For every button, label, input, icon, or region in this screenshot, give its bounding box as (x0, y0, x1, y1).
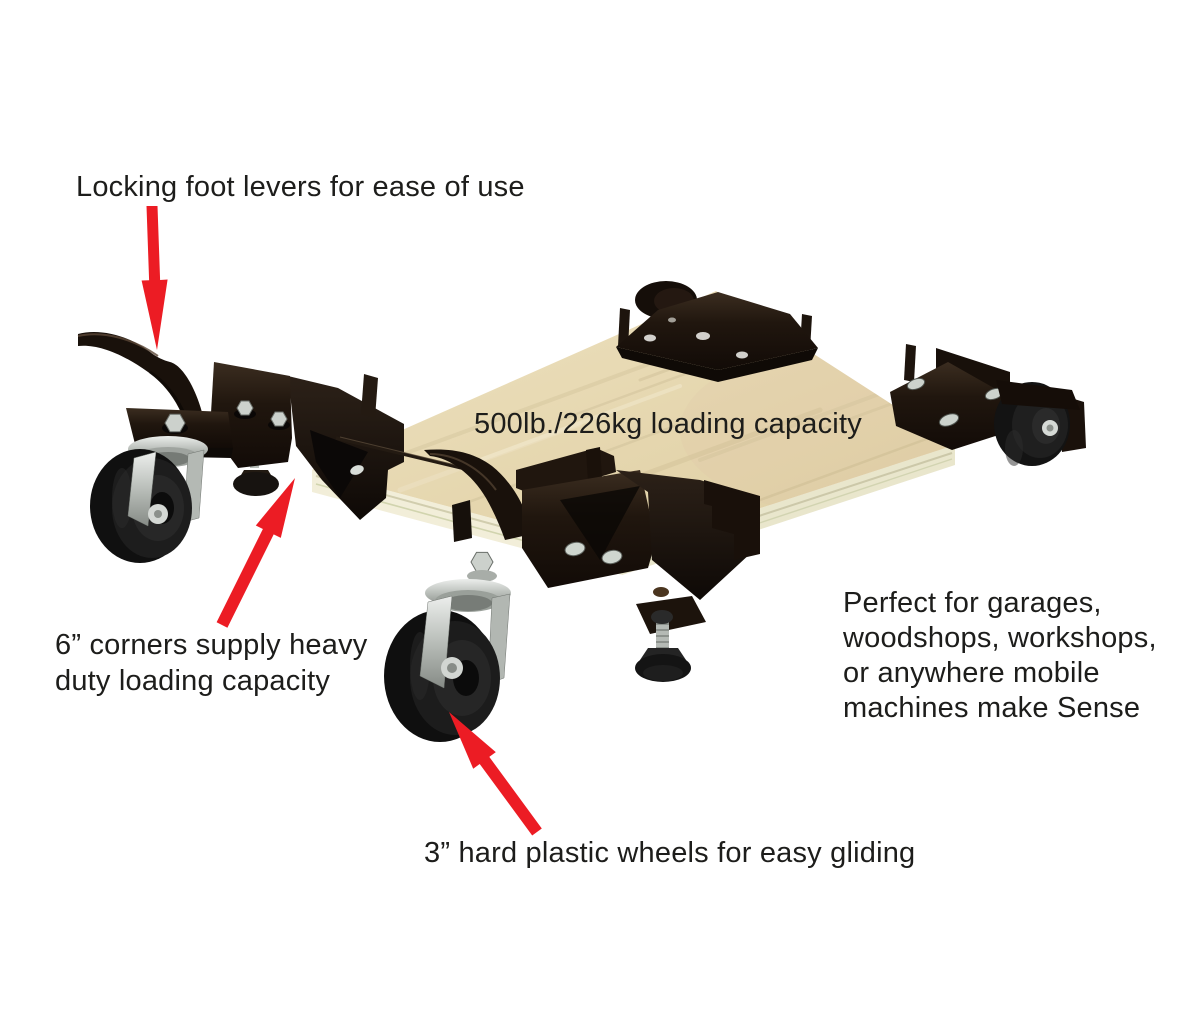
label-locking-levers: Locking foot levers for ease of use (76, 170, 525, 205)
callout-arrow-wheel (449, 712, 542, 836)
label-perfect-line2: woodshops, workshops, (843, 622, 1157, 654)
center-caster-assembly (335, 436, 760, 742)
label-perfect-line4: machines make Sense (843, 692, 1141, 724)
right-corner-bracket (890, 344, 1014, 450)
left-caster-assembly (77, 332, 404, 563)
label-corners: 6” corners supply heavy duty loading cap… (55, 627, 367, 699)
label-perfect-for: Perfect for garages, woodshops, workshop… (843, 586, 1157, 726)
callout-arrow-locking-lever (141, 206, 168, 350)
label-loading-capacity: 500lb./226kg loading capacity (474, 407, 862, 442)
label-plastic-wheels-text: 3” hard plastic wheels for easy gliding (424, 837, 916, 869)
rear-corner-bracket (616, 292, 818, 382)
label-corners-line1: 6” corners supply heavy (55, 629, 368, 661)
label-perfect-line1: Perfect for garages, (843, 587, 1102, 619)
label-perfect-line3: or anywhere mobile (843, 657, 1100, 689)
label-locking-levers-text: Locking foot levers for ease of use (76, 171, 525, 203)
callout-arrow-corner-bracket (216, 478, 295, 628)
label-loading-capacity-text: 500lb./226kg loading capacity (474, 408, 862, 440)
label-corners-line2: duty loading capacity (55, 665, 331, 697)
label-plastic-wheels: 3” hard plastic wheels for easy gliding (424, 836, 915, 871)
right-fixed-wheel (994, 380, 1086, 466)
